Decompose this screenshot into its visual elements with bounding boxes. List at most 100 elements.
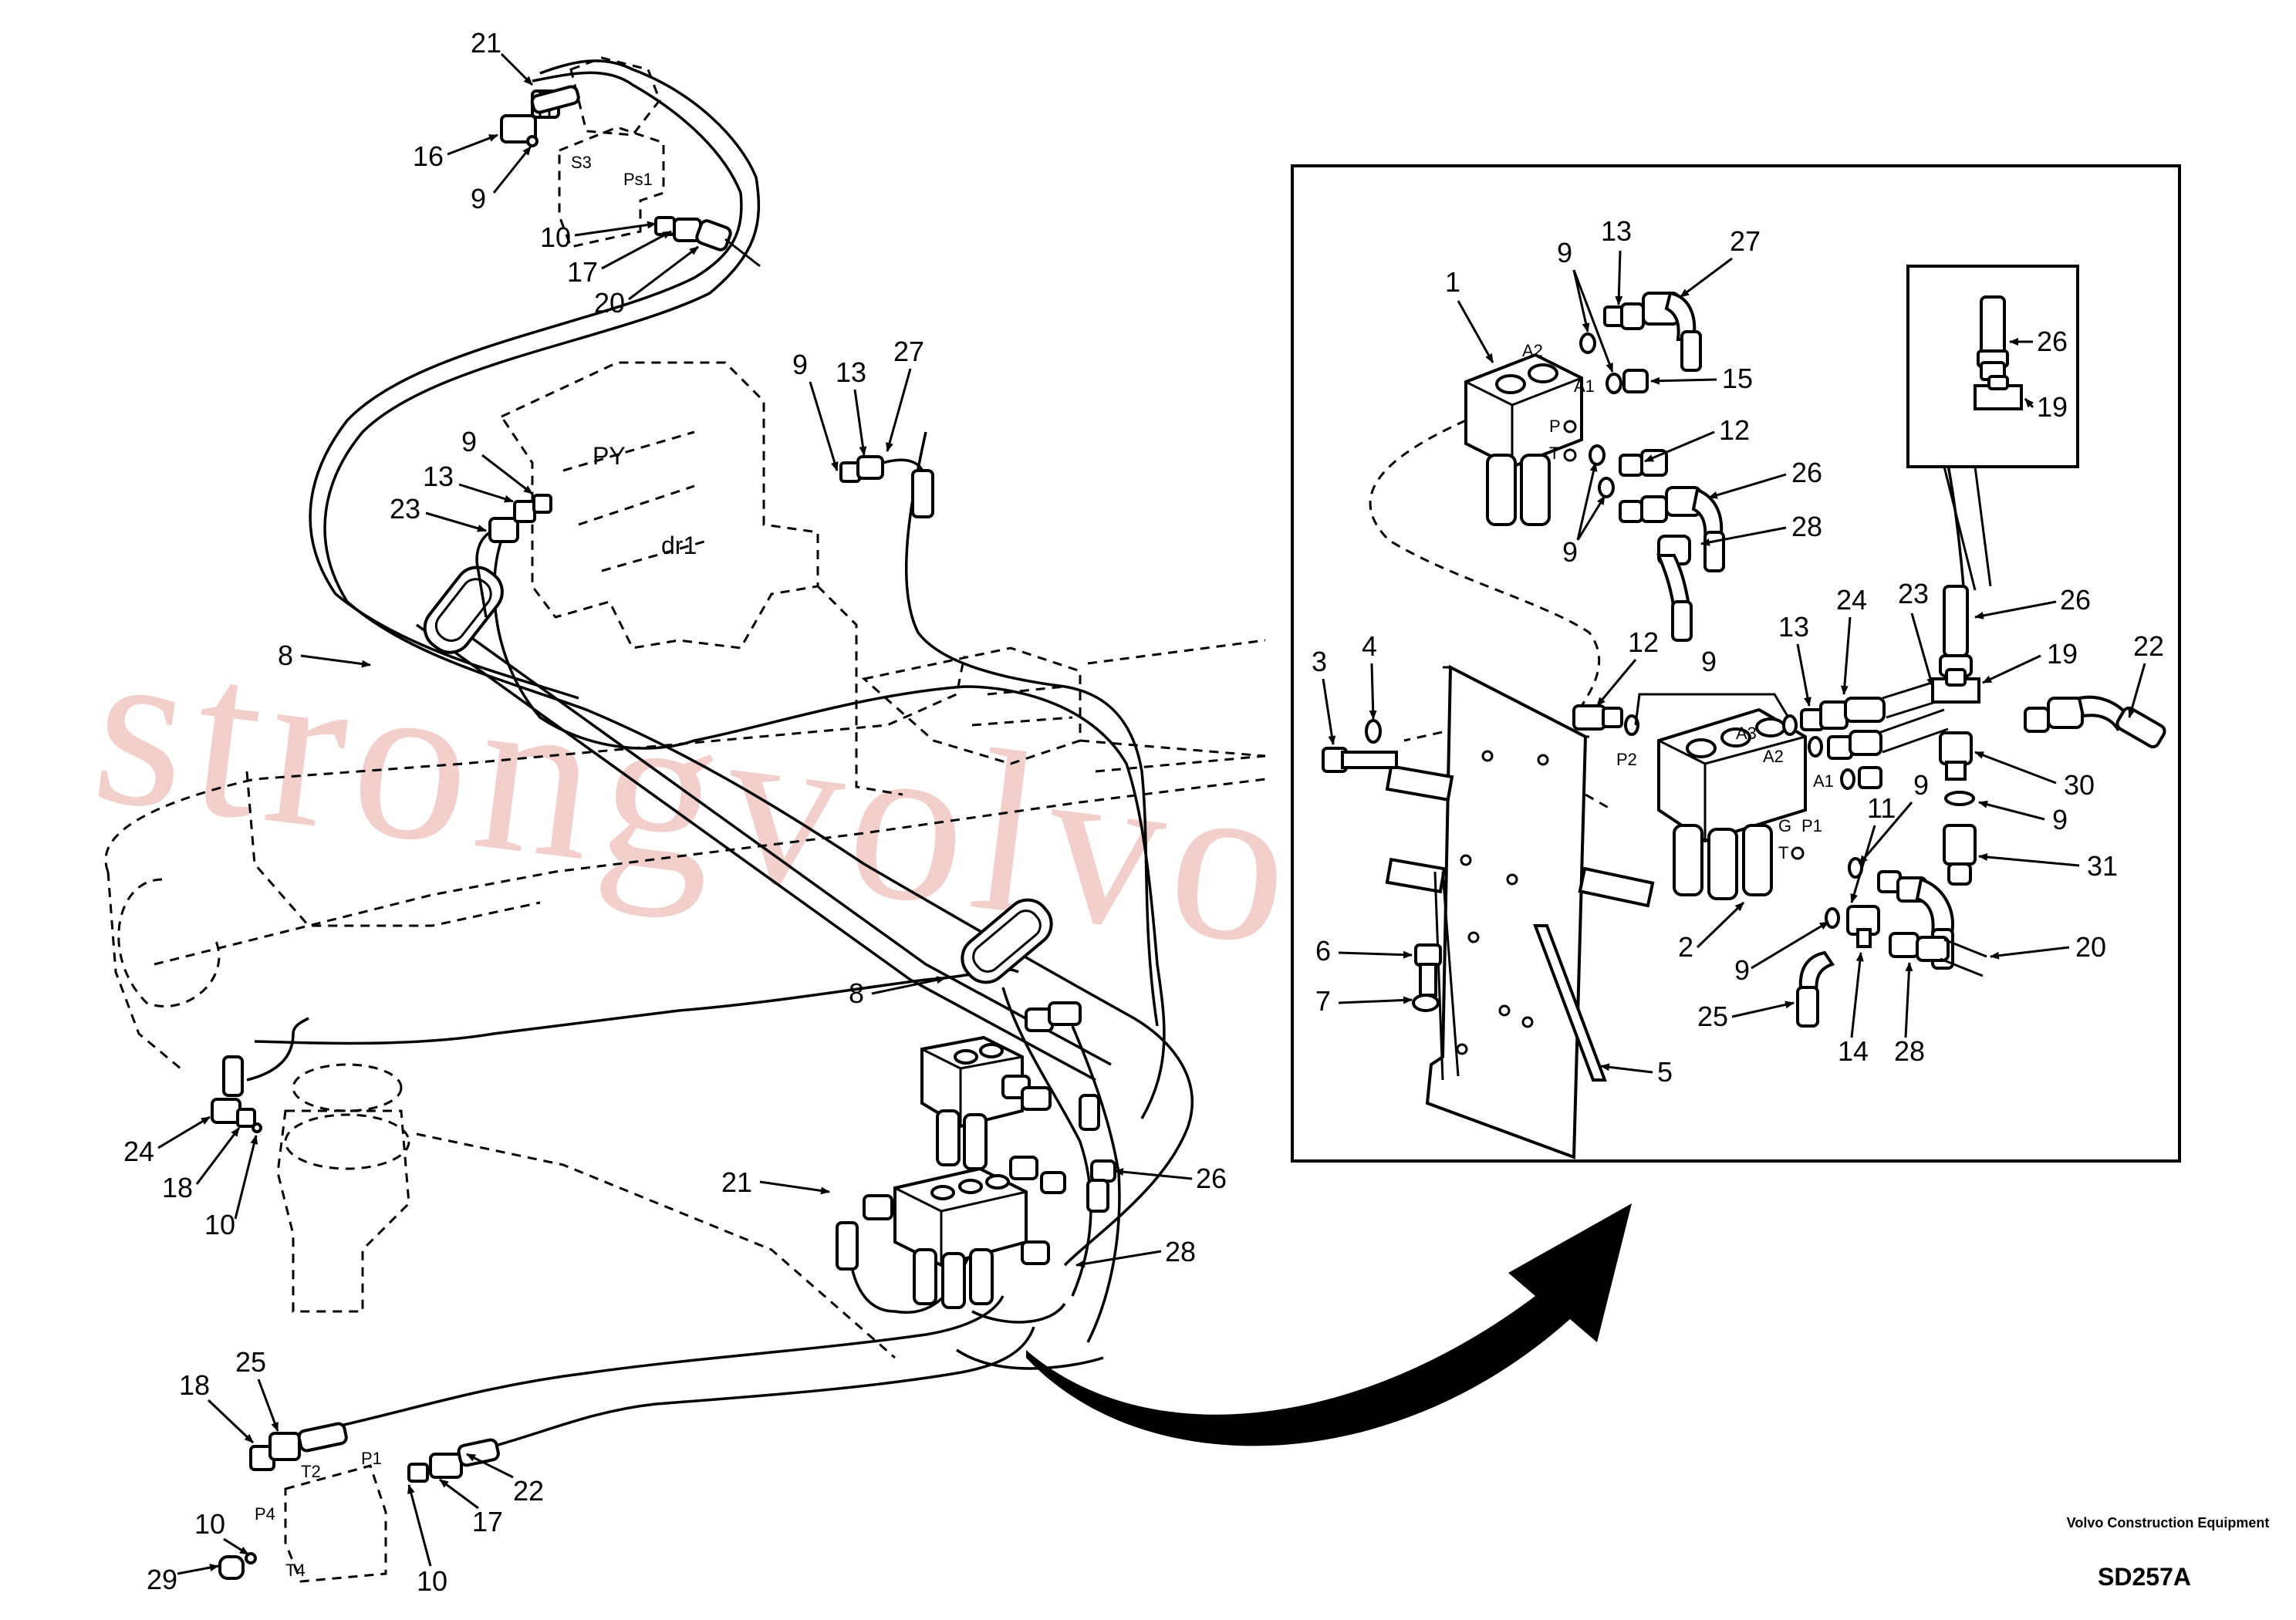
callout-17: 17 [567,256,598,288]
callout-19: 19 [2047,638,2078,670]
callout-28: 28 [1165,1236,1196,1267]
callout-8: 8 [849,977,864,1009]
callout-9: 9 [1734,954,1750,986]
callout-25: 25 [235,1346,266,1378]
inset-box [1906,265,2079,591]
callout-20: 20 [594,287,625,319]
callout-26: 26 [2060,584,2091,616]
callout-23: 23 [390,493,420,525]
callout-9: 9 [1562,536,1578,568]
port-dr1: dr1 [661,532,697,559]
port-a1: A1 [1574,376,1595,396]
callout-12: 12 [1719,414,1750,446]
callout-27: 27 [1730,225,1761,257]
callout-22: 22 [513,1475,544,1507]
valve-2-fittings [1572,677,1987,1028]
port-a2: A2 [1763,747,1784,766]
callout-18: 18 [162,1172,193,1203]
main-callouts: 21 16 9 10 17 20 9 13 23 9 13 27 8 8 24 … [123,27,1227,1597]
port-p2: P2 [1616,750,1637,769]
callout-9: 9 [1557,237,1572,268]
port-g: G [1778,816,1791,835]
callout-10: 10 [417,1565,447,1597]
callout-10: 10 [540,221,571,253]
drawing-code: SD257A [2098,1563,2191,1591]
hose-clamp-loop-upper [423,565,504,654]
callout-10: 10 [204,1209,235,1240]
callout-14: 14 [1838,1035,1869,1067]
port-py: PY [593,442,626,470]
bottom-valve-fittings [218,1422,500,1580]
port-t: T [1778,843,1788,862]
callout-20: 20 [2075,931,2106,963]
callout-10: 10 [194,1508,225,1540]
callout-3: 3 [1312,646,1327,677]
callout-29: 29 [147,1564,177,1595]
pedal-valve-block-upper [920,1001,1100,1170]
callout-13: 13 [1778,611,1809,643]
callout-28: 28 [1791,511,1822,542]
callout-9: 9 [2052,804,2068,835]
callout-13: 13 [836,356,866,388]
mounting-bracket [1385,664,1655,1159]
bolt-and-washer [1322,719,1442,1012]
callout-9: 9 [1701,646,1717,677]
port-a3: A3 [1736,724,1757,743]
detail-reference-arrow [1026,1203,1632,1446]
main-assembly: S3 Ps1 PY dr1 T2 P1 P4 T4 [104,56,1632,1583]
control-valve-fittings [475,455,934,618]
top-valve-outline [558,126,665,248]
callout-15: 15 [1722,363,1753,394]
port-s3: S3 [571,153,592,172]
detail-view: A2 A1 P T [1291,164,2181,1163]
callout-28: 28 [1894,1035,1925,1067]
callout-9: 9 [461,426,477,457]
callout-24: 24 [1836,584,1867,616]
callout-22: 22 [2133,630,2164,662]
callout-9: 9 [471,183,486,214]
callout-4: 4 [1362,630,1377,662]
port-p1-bottom: P1 [361,1449,382,1468]
port-a1: A1 [1813,771,1834,791]
callout-13: 13 [1601,215,1632,247]
callout-26: 26 [2037,326,2068,357]
joystick-fittings [211,1055,262,1133]
port-p4: P4 [255,1504,275,1524]
joystick-base-outline [276,1109,410,1313]
pedal-valve-1: A2 A1 P T [1464,341,1595,526]
port-p: P [1549,417,1561,436]
pedal-valve-block-lower [836,1156,1116,1309]
company-caption: Volvo Construction Equipment [2067,1515,2270,1531]
callout-17: 17 [472,1506,503,1537]
callout-21: 21 [721,1166,752,1198]
port-t4: T4 [285,1561,306,1580]
callout-9: 9 [792,349,808,380]
callout-7: 7 [1315,985,1331,1017]
port-p1: P1 [1801,816,1822,835]
callout-11: 11 [1867,792,1896,824]
callout-24: 24 [123,1136,154,1167]
control-valve-outline [499,361,819,650]
callout-16: 16 [413,140,444,172]
callout-18: 18 [179,1369,210,1401]
callout-5: 5 [1657,1056,1673,1088]
callout-9: 9 [1913,769,1929,801]
top-valve-fittings [500,85,761,268]
callout-19: 19 [2037,391,2068,423]
callout-30: 30 [2064,769,2095,801]
callout-2: 2 [1678,931,1693,963]
callout-21: 21 [471,27,501,59]
callout-31: 31 [2087,850,2118,882]
port-ps1: Ps1 [623,170,653,189]
callout-27: 27 [893,336,924,367]
callout-12: 12 [1628,626,1659,658]
port-t2: T2 [301,1462,321,1481]
port-t: T [1549,444,1559,463]
bottom-valve-outline [284,1464,387,1583]
frame-outline [104,655,966,872]
callout-25: 25 [1697,1001,1728,1032]
port-a2: A2 [1522,341,1543,360]
callout-26: 26 [1196,1163,1227,1194]
callout-13: 13 [423,461,454,492]
